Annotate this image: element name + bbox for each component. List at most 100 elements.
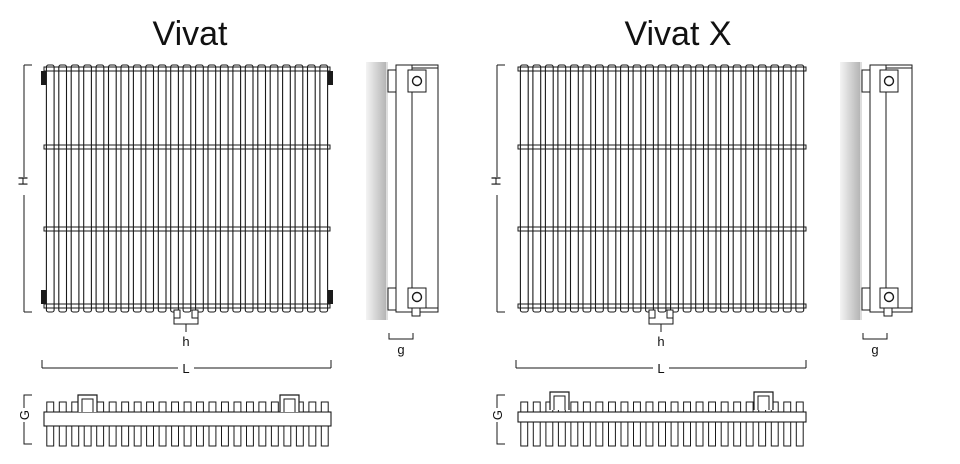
radiator-column <box>120 64 130 313</box>
top-column <box>58 425 67 447</box>
length-dimension: L <box>41 360 332 376</box>
model-title: Vivat X <box>624 15 731 53</box>
top-view: G <box>489 391 807 447</box>
top-column <box>83 425 92 447</box>
radiator-column <box>770 64 780 313</box>
top-column <box>283 425 292 447</box>
top-column <box>308 425 317 447</box>
top-column-cap <box>783 401 792 413</box>
top-column <box>670 421 679 447</box>
top-column <box>620 421 629 447</box>
end-connector <box>41 290 46 304</box>
radiator-column <box>207 64 217 313</box>
top-column-cap <box>258 401 267 413</box>
radiator-column <box>632 64 642 313</box>
valve-icon <box>883 291 895 303</box>
side-bracket-top <box>387 69 397 93</box>
radiator-column <box>620 64 629 313</box>
top-column-cap <box>133 401 142 413</box>
top-column-cap <box>795 401 804 413</box>
side-profile <box>869 64 887 313</box>
top-column <box>295 425 304 447</box>
top-column <box>246 425 254 447</box>
radiator-column <box>244 64 254 313</box>
top-column <box>270 425 279 447</box>
radiator-column <box>607 64 617 313</box>
top-column-cap <box>221 401 229 413</box>
top-column <box>46 425 55 447</box>
front-view <box>517 64 807 319</box>
depth-dimension: G <box>489 394 505 445</box>
height-label: H <box>488 176 503 185</box>
depth-label: G <box>490 410 505 420</box>
depth-label: G <box>17 410 32 420</box>
length-label: L <box>182 361 189 376</box>
top-column-cap <box>520 401 529 413</box>
length-dimension: L <box>515 360 807 376</box>
height-label: H <box>15 176 30 185</box>
top-column <box>683 421 691 447</box>
top-column <box>221 425 229 447</box>
radiator-column <box>282 64 291 313</box>
top-column <box>196 425 204 447</box>
model-title: Vivat <box>153 15 229 53</box>
radiator-column <box>306 64 316 313</box>
radiator-column <box>232 64 242 313</box>
spacing-label: h <box>657 334 664 349</box>
end-connector <box>328 290 333 304</box>
radiator-column <box>532 64 542 313</box>
end-connector <box>328 71 333 85</box>
top-column <box>320 425 329 447</box>
top-column-cap <box>171 401 180 413</box>
top-column <box>658 421 666 447</box>
radiator-column <box>95 64 105 313</box>
wall-bracket <box>753 391 774 410</box>
valve-icon <box>883 75 895 87</box>
valve-stub <box>648 309 656 319</box>
side-depth-dimension <box>862 333 888 340</box>
wall-bracket-inner <box>283 398 296 412</box>
radiator-column <box>269 64 279 313</box>
radiator-column <box>594 64 604 313</box>
top-column-cap <box>582 401 591 413</box>
top-column <box>608 421 616 447</box>
radiator-column <box>670 64 679 313</box>
top-column-cap <box>108 401 117 413</box>
top-column-cap <box>320 401 329 413</box>
top-column-cap <box>246 401 254 413</box>
collector-bar <box>517 411 807 423</box>
spacing-label: h <box>182 334 189 349</box>
top-column <box>233 425 242 447</box>
side-depth-label: g <box>397 342 404 357</box>
side-bracket-top <box>861 69 871 93</box>
radiator-column <box>58 64 68 313</box>
radiator-column <box>795 64 805 313</box>
top-column <box>133 425 142 447</box>
top-column-cap <box>745 401 754 413</box>
radiator-column <box>544 64 554 313</box>
model-vivat: Vivat H h L <box>15 15 439 447</box>
radiator-column <box>195 64 204 313</box>
top-column-cap <box>683 401 691 413</box>
radiator-column <box>582 64 592 313</box>
side-column <box>885 64 913 313</box>
top-column-cap <box>608 401 616 413</box>
top-column <box>758 421 767 447</box>
depth-dimension: G <box>16 394 32 445</box>
top-column-cap <box>633 401 641 413</box>
top-column-cap <box>233 401 242 413</box>
top-column <box>695 421 704 447</box>
radiator-column <box>107 64 117 313</box>
top-column <box>745 421 754 447</box>
top-column-cap <box>270 401 279 413</box>
top-column <box>520 421 529 447</box>
top-column-cap <box>658 401 666 413</box>
top-column <box>770 421 779 447</box>
top-column-cap <box>645 401 654 413</box>
top-column <box>532 421 541 447</box>
radiator-column <box>745 64 755 313</box>
height-dimension: H <box>15 64 32 313</box>
radiator-column <box>45 64 55 313</box>
wall <box>840 62 860 320</box>
top-column <box>121 425 130 447</box>
